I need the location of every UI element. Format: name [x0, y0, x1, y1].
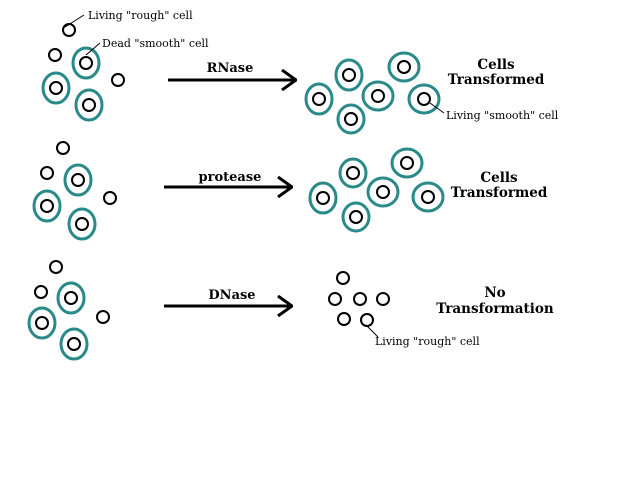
- result-line2-dnase: Transformation: [436, 301, 554, 317]
- result-cells-rnase: [304, 51, 441, 135]
- enzyme-label-rnase: RNase: [207, 61, 254, 76]
- dead-smooth-cell: [63, 163, 93, 197]
- label-living-rough-bottom-text: Living "rough" cell: [375, 335, 480, 348]
- rough-cell: [34, 285, 48, 299]
- rough-cell: [336, 271, 350, 285]
- label-dead-smooth: Dead "smooth" cell: [85, 37, 209, 56]
- smooth-cell: [338, 157, 368, 189]
- smooth-cell: [390, 147, 424, 179]
- smooth-cell: [387, 51, 421, 83]
- result-text-dnase: No Transformation: [436, 285, 554, 317]
- label-dead-smooth-text: Dead "smooth" cell: [102, 37, 209, 50]
- smooth-cell: [334, 58, 364, 92]
- smooth-cell: [336, 103, 366, 135]
- rough-cell: [376, 292, 390, 306]
- rough-cell: [360, 313, 374, 327]
- rough-cell: [48, 48, 62, 62]
- rough-cell: [62, 23, 76, 37]
- result-text-protease: Cells Transformed: [451, 170, 548, 201]
- mixture-rnase: [41, 23, 125, 122]
- rough-cell: [49, 260, 63, 274]
- smooth-cell: [308, 181, 338, 215]
- enzyme-label-protease: protease: [199, 170, 262, 185]
- dead-smooth-cell: [74, 88, 104, 122]
- result-line2-protease: Transformed: [451, 185, 548, 201]
- dead-smooth-cell: [59, 327, 89, 361]
- result-line2-rnase: Transformed: [448, 72, 545, 88]
- rough-cell: [337, 312, 351, 326]
- label-living-smooth: Living "smooth" cell: [429, 102, 559, 122]
- row-dnase: DNase Living "rough" cell No Transformat…: [27, 260, 554, 361]
- smooth-cell: [361, 80, 395, 112]
- rough-cell: [40, 166, 54, 180]
- rough-cell: [96, 310, 110, 324]
- result-line1-rnase: Cells: [477, 57, 515, 73]
- dead-smooth-cell: [32, 189, 62, 223]
- result-line1-dnase: No: [484, 285, 505, 301]
- result-cells-protease: [308, 147, 445, 233]
- dead-smooth-cell: [41, 71, 71, 105]
- result-cells-dnase: [328, 271, 390, 327]
- mixture-dnase: [27, 260, 110, 361]
- smooth-cell: [341, 201, 371, 233]
- dead-smooth-cell: [71, 46, 101, 80]
- enzyme-label-dnase: DNase: [208, 288, 255, 303]
- rough-cell: [56, 141, 70, 155]
- row-rnase: Living "rough" cell Dead "smooth" cell R…: [41, 9, 559, 135]
- label-living-rough-top-text: Living "rough" cell: [88, 9, 193, 22]
- smooth-cell: [366, 176, 400, 208]
- label-living-rough-bottom: Living "rough" cell: [366, 325, 480, 348]
- dead-smooth-cell: [56, 281, 86, 315]
- rough-cell: [353, 292, 367, 306]
- mixture-protease: [32, 141, 117, 241]
- rough-cell: [103, 191, 117, 205]
- row-protease: protease Cells Transformed: [32, 141, 548, 241]
- result-text-rnase: Cells Transformed: [448, 57, 545, 88]
- rough-cell: [328, 292, 342, 306]
- smooth-cell: [407, 83, 441, 115]
- result-line1-protease: Cells: [480, 170, 518, 186]
- label-living-rough-top: Living "rough" cell: [64, 9, 193, 28]
- smooth-cell: [411, 181, 445, 213]
- smooth-cell: [304, 82, 334, 116]
- dead-smooth-cell: [67, 207, 97, 241]
- dead-smooth-cell: [27, 306, 57, 340]
- label-living-smooth-text: Living "smooth" cell: [446, 109, 559, 122]
- rough-cell: [111, 73, 125, 87]
